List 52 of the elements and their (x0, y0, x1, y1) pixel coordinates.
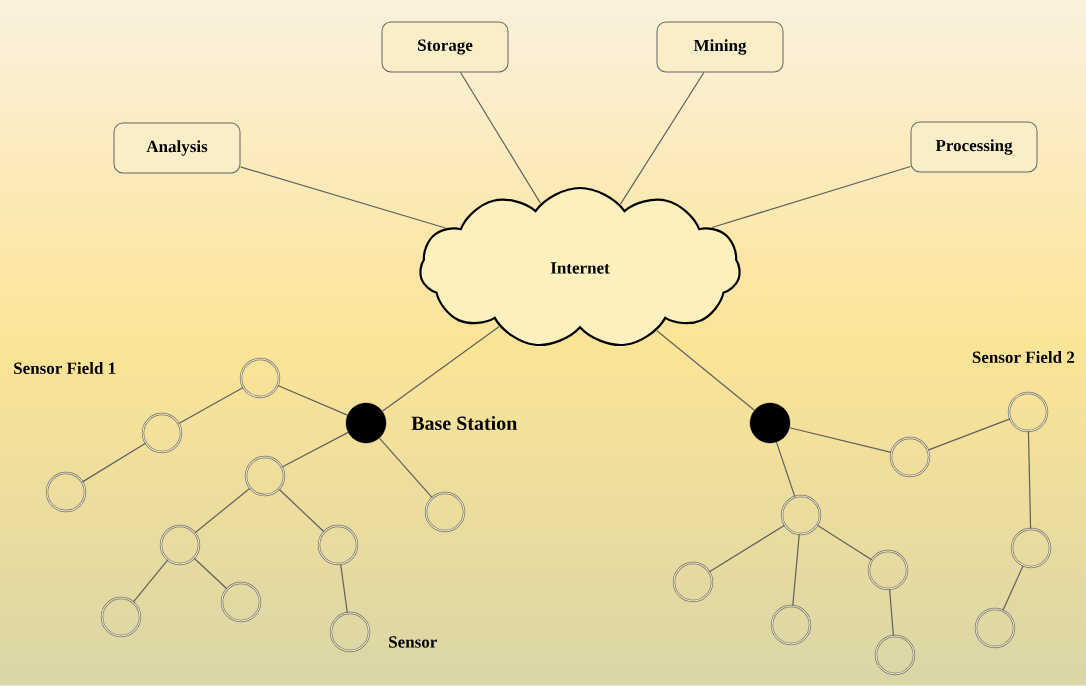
connector-line (789, 427, 892, 454)
process-box: Processing (910, 121, 1038, 173)
sensor-circle (1007, 391, 1049, 433)
sensor-circle (780, 494, 822, 536)
sensor-circle (974, 607, 1016, 649)
node-caption: Base Station (411, 415, 518, 431)
process-box: Analysis (113, 122, 241, 174)
sensor-circle (424, 491, 466, 533)
connector-line (1027, 430, 1032, 530)
sensor-circle (244, 455, 286, 497)
connector-line (194, 487, 251, 534)
connector-line (889, 588, 894, 637)
connector-line (281, 431, 349, 468)
process-box: Storage (381, 21, 509, 73)
sensor-circle (141, 412, 183, 454)
base-station-circle (749, 402, 791, 444)
connector-line (459, 71, 542, 205)
connector-line (81, 442, 147, 483)
field-label: Sensor Field 2 (972, 351, 1075, 363)
sensor-circle (770, 604, 812, 646)
connector-line (239, 166, 447, 229)
connector-line (277, 384, 348, 416)
connector-line (816, 524, 873, 561)
connector-line (178, 386, 244, 425)
field-label: Sensor Field 1 (14, 362, 116, 374)
node-caption: Sensor (389, 636, 437, 648)
connector-line (656, 330, 755, 411)
sensor-circle (220, 581, 262, 623)
connector-line (1002, 565, 1024, 611)
sensor-circle (239, 357, 281, 399)
sensor-circle (867, 549, 909, 591)
connector-line (132, 559, 169, 603)
sensor-circle (1010, 527, 1052, 569)
sensor-circle (672, 561, 714, 603)
sensor-circle (159, 524, 201, 566)
connector-line (619, 71, 705, 205)
sensor-circle (45, 471, 87, 513)
connector-line (792, 533, 800, 607)
connector-line (381, 325, 500, 412)
sensor-circle (100, 596, 142, 638)
connector-line (927, 418, 1011, 451)
connector-line (378, 437, 433, 499)
sensor-circle (874, 634, 916, 676)
connector-line (193, 557, 228, 590)
connector-line (340, 563, 348, 614)
connector-line (278, 488, 325, 533)
sensor-circle (889, 436, 931, 478)
process-box: Mining (656, 21, 784, 73)
connector-line (711, 165, 912, 229)
sensor-circle (317, 524, 359, 566)
connector-line (775, 441, 796, 498)
connector-line (708, 524, 786, 573)
